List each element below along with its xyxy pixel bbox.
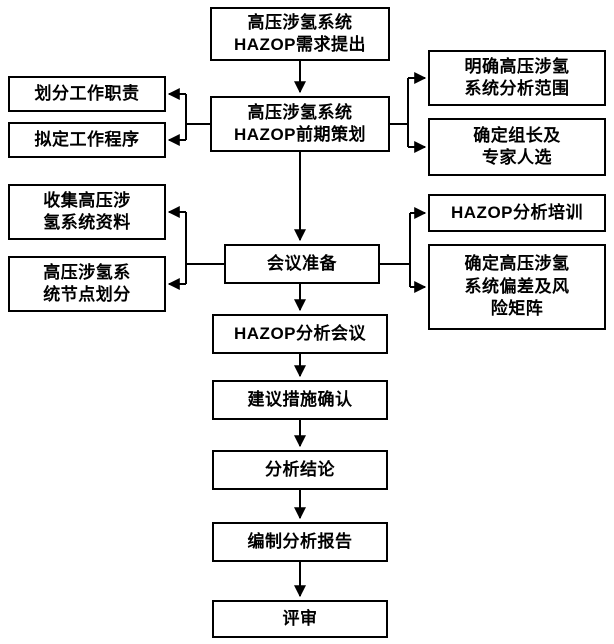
node-label: 编制分析报告 [247, 531, 353, 551]
node-hazop-requirement: 高压涉氢系统 HAZOP需求提出 [210, 7, 390, 61]
node-hazop-training: HAZOP分析培训 [428, 194, 606, 232]
node-meeting-preparation: 会议准备 [224, 244, 380, 284]
node-label: 拟定工作程序 [34, 129, 140, 149]
node-label: 划分工作职责 [34, 83, 140, 103]
node-system-node-division: 高压涉氢系 统节点划分 [8, 256, 166, 312]
node-collect-system-data: 收集高压涉 氢系统资料 [8, 184, 166, 240]
node-label: 收集高压涉 氢系统资料 [43, 190, 131, 232]
node-draft-procedures: 拟定工作程序 [8, 122, 166, 158]
node-label: HAZOP分析会议 [234, 323, 366, 343]
node-measures-confirmation: 建议措施确认 [212, 380, 388, 420]
node-label: 建议措施确认 [247, 389, 353, 409]
node-label: HAZOP分析培训 [451, 202, 583, 222]
node-hazop-analysis-meeting: HAZOP分析会议 [212, 314, 388, 354]
node-label: 高压涉氢系 统节点划分 [43, 262, 131, 304]
node-analysis-conclusion: 分析结论 [212, 450, 388, 490]
node-divide-responsibilities: 划分工作职责 [8, 76, 166, 112]
node-label: 评审 [282, 608, 318, 628]
node-label: 确定高压涉氢 系统偏差及风 险矩阵 [464, 254, 570, 319]
node-label: 高压涉氢系统 HAZOP前期策划 [234, 102, 366, 144]
node-team-leader-experts: 确定组长及 专家人选 [428, 118, 606, 176]
node-label: 会议准备 [267, 253, 337, 273]
node-review: 评审 [212, 600, 388, 638]
node-report-preparation: 编制分析报告 [212, 522, 388, 562]
node-hazop-preplanning: 高压涉氢系统 HAZOP前期策划 [210, 96, 390, 152]
node-label: 高压涉氢系统 HAZOP需求提出 [234, 12, 366, 54]
node-deviation-risk-matrix: 确定高压涉氢 系统偏差及风 险矩阵 [428, 244, 606, 330]
node-label: 确定组长及 专家人选 [473, 125, 561, 167]
node-analysis-scope: 明确高压涉氢 系统分析范围 [428, 50, 606, 106]
node-label: 明确高压涉氢 系统分析范围 [464, 56, 570, 98]
node-label: 分析结论 [265, 459, 335, 479]
